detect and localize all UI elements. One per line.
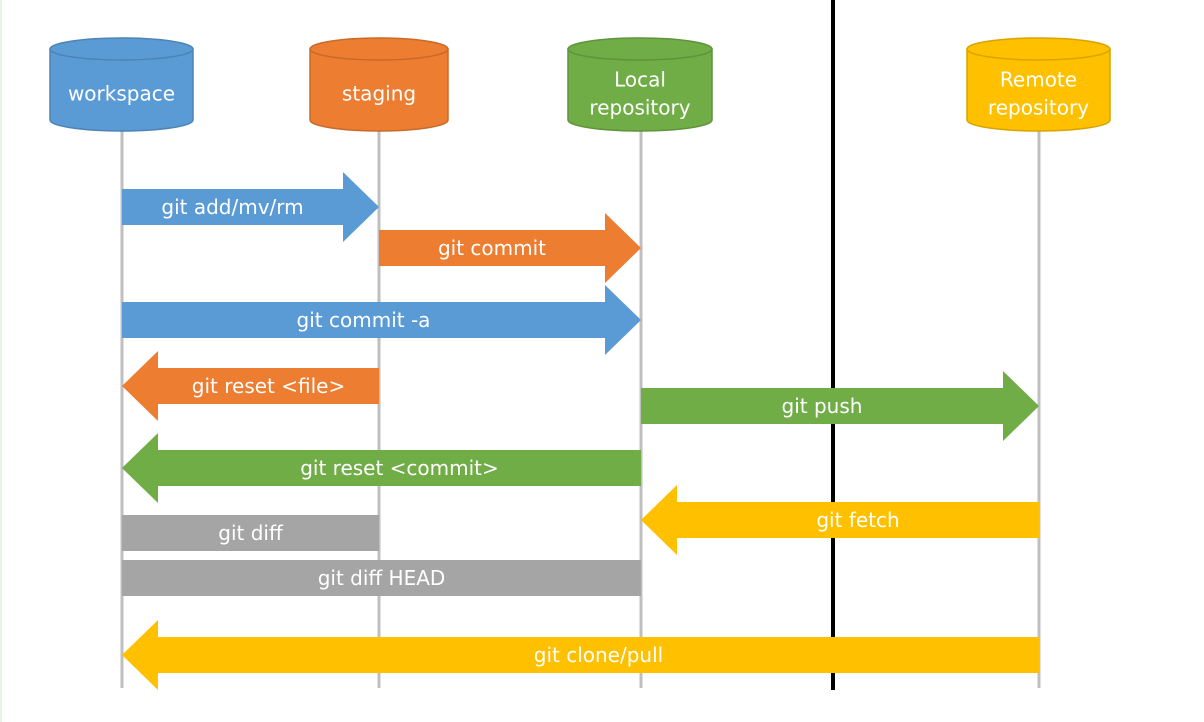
command-git-add-mv-rm: git add/mv/rm: [122, 172, 379, 242]
command-label: git add/mv/rm: [161, 195, 303, 219]
arrow-shape: [122, 172, 379, 242]
command-label: git fetch: [816, 508, 899, 532]
cylinder-body: [49, 48, 194, 132]
workspace-node: workspace: [49, 37, 194, 132]
command-label: git diff: [218, 521, 284, 545]
diff-bar: [122, 515, 379, 551]
command-label: git diff HEAD: [318, 566, 446, 590]
arrow-shape: [379, 213, 641, 283]
cylinder-body: [567, 48, 713, 132]
command-git-reset-commit: git reset <commit>: [122, 433, 641, 503]
command-git-diff-head: git diff HEAD: [122, 560, 641, 596]
command-git-fetch: git fetch: [641, 485, 1039, 555]
arrow-shape: [122, 620, 1039, 690]
cylinder-top: [966, 37, 1111, 61]
node-label: repository: [988, 96, 1089, 120]
arrow-shape: [641, 485, 1039, 555]
command-git-commit: git commit: [379, 213, 641, 283]
command-label: git reset <commit>: [300, 456, 499, 480]
left-border: [0, 0, 2, 722]
command-label: git commit -a: [297, 308, 431, 332]
command-label: git reset <file>: [192, 374, 345, 398]
arrow-shape: [122, 433, 641, 503]
node-label: Remote: [1000, 68, 1077, 92]
command-git-diff: git diff: [122, 515, 379, 551]
arrow-shape: [641, 371, 1039, 441]
node-label: repository: [589, 96, 690, 120]
node-label: Local: [614, 68, 666, 92]
diff-bar: [122, 560, 641, 596]
node-label: workspace: [68, 82, 175, 106]
command-git-push: git push: [641, 371, 1039, 441]
cylinder-top: [309, 37, 449, 61]
staging-node: staging: [309, 37, 449, 132]
node-label: staging: [342, 82, 416, 106]
command-label: git clone/pull: [534, 643, 663, 667]
arrow-shape: [122, 351, 379, 421]
command-git-reset-file: git reset <file>: [122, 351, 379, 421]
command-git-clone-pull: git clone/pull: [122, 620, 1039, 690]
cylinder-top: [49, 37, 194, 61]
cylinder-body: [966, 48, 1111, 132]
cylinder-body: [309, 48, 449, 132]
command-git-commit-a: git commit -a: [122, 285, 641, 355]
cylinder-top: [567, 37, 713, 61]
remote-node: Remote repository: [966, 37, 1111, 132]
arrow-shape: [122, 285, 641, 355]
local-node: Local repository: [567, 37, 713, 132]
command-label: git commit: [438, 236, 546, 260]
command-label: git push: [782, 394, 863, 418]
